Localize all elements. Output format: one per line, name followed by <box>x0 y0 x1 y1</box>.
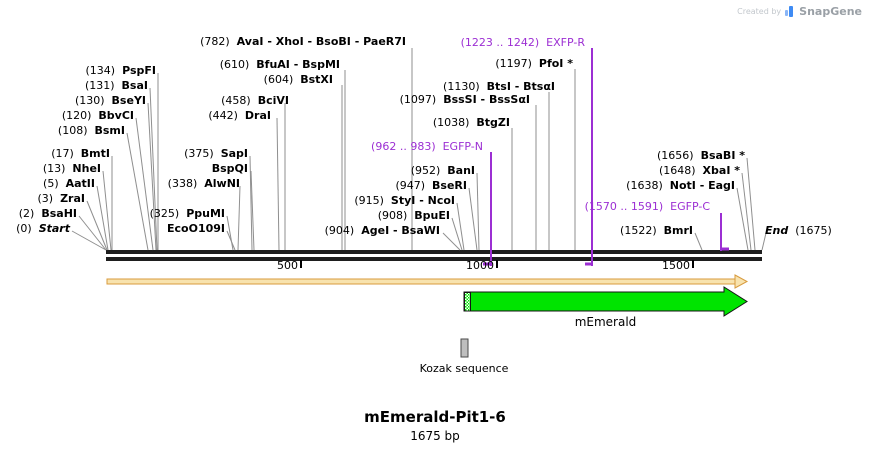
enzyme-site-label[interactable]: (2) BsaHI <box>18 207 77 220</box>
cds-arrow[interactable] <box>463 286 748 317</box>
leader-line <box>237 185 241 251</box>
ruler-tick-label: 1000 <box>466 259 494 272</box>
enzyme-site-label[interactable]: (1130) BtsI - BtsαI <box>443 80 555 93</box>
enzyme-site-label[interactable]: (0) Start <box>16 222 70 235</box>
leader-line <box>451 217 463 251</box>
enzyme-site-label[interactable]: (904) AgeI - BsaWI <box>324 224 440 237</box>
leader-line <box>741 172 752 251</box>
enzyme-site-label[interactable]: (604) BstXI <box>263 73 333 86</box>
ruler-tick-label: 1500 <box>662 259 690 272</box>
enzyme-site-label[interactable]: (131) BsaI <box>84 79 148 92</box>
enzyme-site-label[interactable]: (325) PpuMI <box>149 207 225 220</box>
enzyme-site-label[interactable]: (1638) NotI - EagI <box>626 179 735 192</box>
ruler-tick-label: 500 <box>277 259 298 272</box>
enzyme-site-label[interactable]: End (1675) <box>765 224 832 237</box>
primer-label[interactable]: (1223 .. 1242) EXFP-R <box>460 36 585 49</box>
leader-line <box>276 117 280 251</box>
enzyme-site-label[interactable]: (952) BanI <box>410 164 475 177</box>
enzyme-site-label[interactable]: (1038) BtgZI <box>432 116 510 129</box>
enzyme-site-label[interactable]: (908) BpuEI <box>377 209 450 222</box>
cds-label: mEmerald <box>574 315 637 329</box>
primer-label[interactable]: (1570 .. 1591) EGFP-C <box>584 200 710 213</box>
enzyme-site-label[interactable]: (120) BbvCI <box>61 109 134 122</box>
leader-line <box>442 232 461 251</box>
enzyme-site-label[interactable]: (1648) XbaI * <box>658 164 740 177</box>
enzyme-site-label[interactable]: (13) NheI <box>42 162 101 175</box>
enzyme-site-label[interactable]: (130) BseYI <box>74 94 146 107</box>
leader-line <box>126 132 149 251</box>
leader-line <box>86 200 108 251</box>
enzyme-site-label[interactable]: BspQI <box>211 162 248 175</box>
enzyme-site-label[interactable]: (338) AlwNI <box>167 177 240 190</box>
enzyme-site-label[interactable]: (5) AatII <box>43 177 95 190</box>
enzyme-site-label[interactable]: (17) BmtI <box>51 147 110 160</box>
enzyme-site-label[interactable]: EcoO109I <box>167 222 225 235</box>
title-block: mEmerald-Pit1-6 1675 bp <box>0 408 870 443</box>
enzyme-site-label[interactable]: (782) AvaI - XhoI - BsoBI - PaeR7I <box>200 35 406 48</box>
enzyme-site-label[interactable]: (1522) BmrI <box>620 224 693 237</box>
leader-line <box>746 157 756 251</box>
leader-line <box>149 87 158 251</box>
orf-arrow-head[interactable] <box>734 274 749 289</box>
leader-line <box>468 187 478 251</box>
leader-line <box>78 215 107 251</box>
leader-line <box>761 232 767 251</box>
leader-line <box>476 172 480 251</box>
enzyme-site-label[interactable]: (947) BseRI <box>395 179 467 192</box>
sequence-line-top <box>106 250 762 254</box>
snapgene-logo-icon <box>785 4 795 18</box>
sequence-line-bottom <box>106 257 762 261</box>
enzyme-site-label[interactable]: (1656) BsaBI * <box>657 149 745 162</box>
leader-line <box>226 230 236 251</box>
credit: Created by SnapGene <box>737 3 862 19</box>
enzyme-site-label[interactable]: (375) SapI <box>184 147 248 160</box>
credit-brand: SnapGene <box>799 4 862 18</box>
leader-line <box>226 215 234 251</box>
leader-line <box>96 185 109 251</box>
enzyme-site-label[interactable]: (458) BciVI <box>221 94 289 107</box>
enzyme-site-label[interactable]: (134) PspFI <box>85 64 156 77</box>
cds-arrow-hatch-edge <box>464 292 471 312</box>
leader-line <box>71 230 107 251</box>
kozak-label: Kozak sequence <box>419 362 509 375</box>
leader-line <box>147 102 157 251</box>
enzyme-site-label[interactable]: (610) BfuAI - BspMI <box>219 58 340 71</box>
enzyme-site-label[interactable]: (915) StyI - NcoI <box>354 194 455 207</box>
leader-line <box>249 155 253 251</box>
enzyme-site-label[interactable]: (108) BsmI <box>57 124 125 137</box>
leader-line <box>135 117 154 251</box>
enzyme-site-label[interactable]: (442) DraI <box>208 109 271 122</box>
leader-line <box>250 170 255 251</box>
primer-label[interactable]: (962 .. 983) EGFP-N <box>371 140 483 153</box>
map-length: 1675 bp <box>410 429 460 443</box>
leader-line <box>456 202 465 251</box>
leader-line <box>736 187 749 251</box>
enzyme-site-label[interactable]: (1097) BssSI - BssSαI <box>399 93 530 106</box>
leader-line <box>694 232 703 251</box>
credit-text: Created by <box>737 6 782 16</box>
kozak-box[interactable] <box>460 338 469 358</box>
enzyme-site-label[interactable]: (1197) PfoI * <box>495 57 573 70</box>
map-title: mEmerald-Pit1-6 <box>364 408 506 426</box>
orf-arrow-body[interactable] <box>106 278 736 285</box>
enzyme-site-label[interactable]: (3) ZraI <box>37 192 86 205</box>
leader-line <box>102 170 112 251</box>
